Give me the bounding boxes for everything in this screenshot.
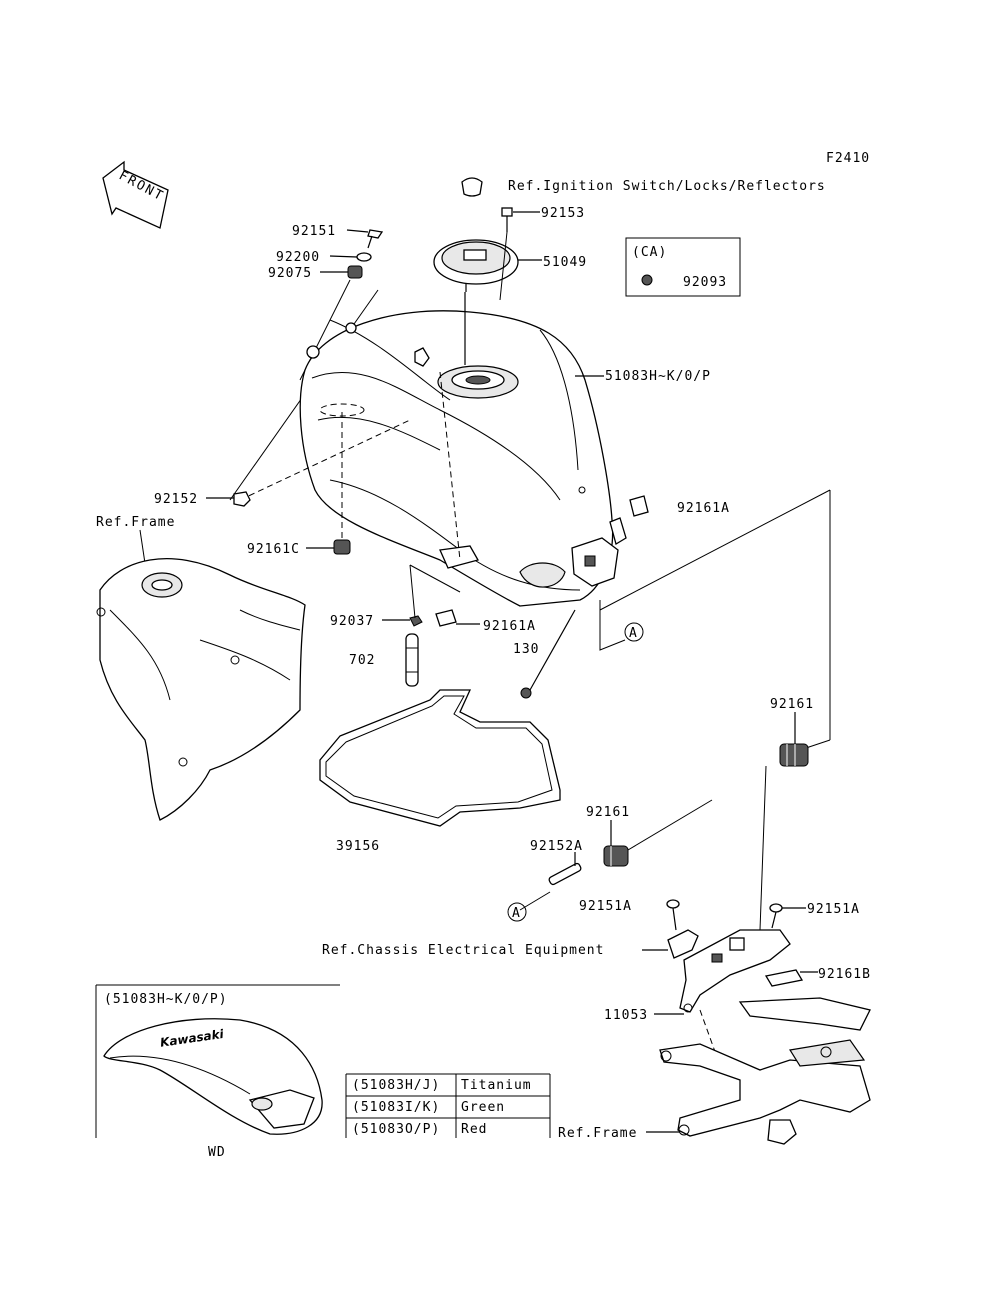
screw-92151-icon	[367, 229, 384, 249]
table-color-0: Titanium	[461, 1078, 532, 1093]
clip-92037-icon	[409, 615, 423, 627]
damper-92161-right-icon	[779, 743, 809, 767]
part-92161A-mid: 92161A	[483, 619, 536, 634]
ca-title: (CA)	[632, 245, 667, 260]
ref-frame-bottom: Ref.Frame	[558, 1126, 637, 1141]
table-code-2: (51083O/P)	[352, 1122, 440, 1137]
inset-title: (51083H~K/0/P)	[104, 992, 228, 1007]
color-table: (51083H/J) Titanium (51083I/K) Green (51…	[345, 1073, 551, 1138]
pad-92161b-icon	[764, 969, 804, 987]
ref-ignition: Ref.Ignition Switch/Locks/Reflectors	[508, 179, 826, 194]
figure-code: F2410	[826, 151, 870, 166]
table-code-0: (51083H/J)	[352, 1078, 440, 1093]
part-92161B: 92161B	[818, 967, 871, 982]
bracket-11053-icon	[667, 929, 791, 1013]
damper-92161-mid-icon	[603, 845, 629, 867]
part-92200: 92200	[276, 250, 320, 265]
grommet-92152-icon	[233, 491, 251, 507]
part-92161A-top: 92161A	[677, 501, 730, 516]
pad-92161a-mid-icon	[435, 609, 457, 627]
front-arrow-icon: FRONT	[102, 160, 169, 229]
ca-box: (CA) 92093	[625, 237, 741, 297]
bolt-92153-icon	[501, 207, 513, 232]
part-92152A: 92152A	[530, 839, 583, 854]
part-92161-mid: 92161	[586, 805, 630, 820]
bolt-130-icon	[520, 609, 576, 699]
ref-frame-left: Ref.Frame	[96, 515, 175, 530]
part-130: 130	[513, 642, 539, 657]
marker-a-bottom	[507, 902, 527, 922]
inset-footer: WD	[208, 1145, 226, 1160]
table-code-1: (51083I/K)	[352, 1100, 440, 1115]
part-92161C: 92161C	[247, 542, 300, 557]
damper-92161c-icon	[333, 539, 351, 555]
pin-92152a-icon	[548, 862, 582, 886]
part-92152: 92152	[154, 492, 198, 507]
part-92075: 92075	[268, 266, 312, 281]
fuel-cap-51049-icon	[433, 239, 519, 292]
part-92037: 92037	[330, 614, 374, 629]
frame-rear-icon	[659, 997, 871, 1145]
ref-chassis-electrical: Ref.Chassis Electrical Equipment	[322, 943, 604, 958]
part-39156: 39156	[336, 839, 380, 854]
pad-92161a-icon	[629, 495, 649, 517]
part-92151A-right: 92151A	[807, 902, 860, 917]
ca-part: 92093	[683, 275, 727, 290]
marker-a-top-label: A	[629, 626, 638, 641]
frame-left-icon	[96, 557, 306, 821]
damper-92075-icon	[347, 265, 363, 279]
screw-92151a-left-icon	[666, 899, 680, 931]
part-92153: 92153	[541, 206, 585, 221]
washer-92200-icon	[356, 252, 372, 262]
tube-702-icon	[405, 633, 419, 687]
table-color-1: Green	[461, 1100, 505, 1115]
part-92151A-left: 92151A	[579, 899, 632, 914]
marker-a-bottom-label: A	[512, 906, 521, 921]
fuel-tank-51083-icon	[299, 310, 627, 607]
part-702: 702	[349, 653, 375, 668]
mat-39156-icon	[319, 689, 561, 827]
marker-a-top	[624, 622, 644, 642]
table-color-2: Red	[461, 1122, 487, 1137]
part-11053: 11053	[604, 1008, 648, 1023]
screw-92151a-right-icon	[769, 903, 783, 929]
part-92151: 92151	[292, 224, 336, 239]
part-51049: 51049	[543, 255, 587, 270]
part-51083: 51083H~K/0/P	[605, 369, 711, 384]
part-92161-right: 92161	[770, 697, 814, 712]
inset-panel: (51083H~K/0/P) Kawasaki WD	[95, 984, 340, 1160]
ignition-cap-icon	[461, 177, 483, 197]
